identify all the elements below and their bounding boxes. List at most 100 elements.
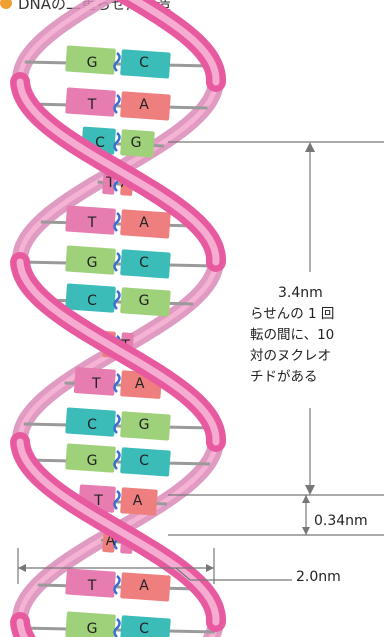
- base-letter-right: C: [139, 621, 149, 637]
- backbone-rod: [37, 583, 199, 591]
- backbone-rod: [20, 626, 216, 634]
- diameter-arrowhead-left: [18, 564, 26, 572]
- backbone-rod: [23, 422, 213, 430]
- base-left: [65, 45, 116, 75]
- strand-highlight: [16, 438, 220, 626]
- base-left: [65, 443, 116, 473]
- base-letter-left: C: [87, 293, 97, 309]
- base-right: [120, 572, 171, 602]
- hydrogen-bond: [113, 52, 121, 72]
- strand-highlight: [16, 618, 29, 637]
- base-letter-right: C: [139, 55, 149, 71]
- base-letter-left: T: [87, 578, 97, 594]
- base-right: [120, 209, 171, 239]
- bullet-icon: [0, 0, 12, 9]
- hydrogen-bond: [113, 132, 121, 152]
- backbone-rod: [20, 260, 216, 268]
- hydrogen-bond: [113, 290, 121, 310]
- pitch-length-label: 3.4nm: [278, 285, 323, 301]
- pitch-arrowhead-bottom: [305, 485, 315, 495]
- diameter-leader: [175, 567, 191, 581]
- base-left: [65, 283, 116, 313]
- base-letter-right: G: [139, 417, 150, 433]
- hydrogen-bond: [113, 575, 121, 595]
- hydrogen-bond: [113, 212, 121, 232]
- base-letter-left: G: [87, 55, 98, 71]
- dimension-lines: [17, 141, 384, 584]
- base-letter-left: T: [105, 175, 115, 191]
- backbone-rod: [28, 102, 208, 110]
- base-letter-right: A: [139, 215, 149, 231]
- base-letter-left: A: [106, 533, 116, 549]
- backbone-rod: [25, 458, 211, 466]
- spacing-arrowhead-top: [302, 495, 310, 503]
- hydrogen-bond: [113, 252, 121, 272]
- base-letter-right: C: [139, 255, 149, 271]
- base-letter-left: G: [87, 255, 98, 271]
- base-letter-left: T: [91, 376, 101, 392]
- backbone-rod: [24, 60, 212, 68]
- strand-highlight: [16, 258, 220, 446]
- base-letter-right: A: [139, 578, 149, 594]
- base-letter-right: G: [131, 135, 142, 151]
- base-letter-left: T: [87, 215, 97, 231]
- hydrogen-bond: [113, 618, 121, 637]
- base-right: [120, 487, 158, 516]
- hydrogen-bond: [113, 450, 121, 470]
- pitch-note-line-3: 対のヌクレオ: [250, 348, 331, 364]
- strand-highlight: [16, 78, 220, 266]
- base-letter-left: C: [95, 135, 105, 151]
- strand-highlight: [128, 0, 220, 86]
- base-letter-left: T: [87, 97, 97, 113]
- base-letter-right: C: [139, 453, 149, 469]
- hydrogen-bond: [113, 490, 121, 510]
- base-left: [65, 87, 116, 117]
- base-right: [120, 615, 171, 637]
- base-right: [120, 129, 155, 158]
- diameter-label: 2.0nm: [296, 569, 341, 585]
- base-letter-left: T: [93, 493, 103, 509]
- diameter-arrowhead-right: [206, 564, 214, 572]
- base-left: [65, 568, 116, 598]
- base-letter-right: A: [139, 97, 149, 113]
- base-letter-left: G: [87, 621, 98, 637]
- base-left: [65, 205, 116, 235]
- strand-highlight: [17, 0, 106, 85]
- spacing-arrowhead-bottom: [302, 527, 310, 535]
- base-left: [73, 367, 116, 396]
- hydrogen-bond: [113, 94, 121, 114]
- pitch-note-line-4: チドがある: [250, 369, 318, 385]
- base-left: [65, 407, 116, 437]
- pitch-note-line-2: 転の間に、10: [250, 327, 335, 343]
- base-letter-left: C: [87, 417, 97, 433]
- base-right: [120, 49, 171, 79]
- base-letter-left: G: [87, 453, 98, 469]
- hydrogen-bond: [113, 373, 121, 393]
- strand-front: [10, 0, 227, 637]
- base-letter-right: G: [139, 293, 150, 309]
- base-right: [120, 91, 171, 121]
- base-right: [120, 249, 171, 279]
- base-right: [120, 447, 171, 477]
- pitch-note-line-1: らせんの 1 回: [250, 306, 335, 322]
- base-right: [120, 411, 171, 441]
- spacing-label: 0.34nm: [314, 513, 368, 529]
- pitch-annotation: 3.4nm らせんの 1 回 転の間に、10 対のヌクレオ チドがある: [250, 283, 380, 388]
- pitch-arrowhead-top: [305, 142, 315, 152]
- base-right: [120, 287, 171, 317]
- base-letter-right: A: [135, 376, 145, 392]
- base-letter-right: A: [133, 493, 143, 509]
- base-left: [65, 245, 116, 275]
- base-left: [65, 611, 116, 637]
